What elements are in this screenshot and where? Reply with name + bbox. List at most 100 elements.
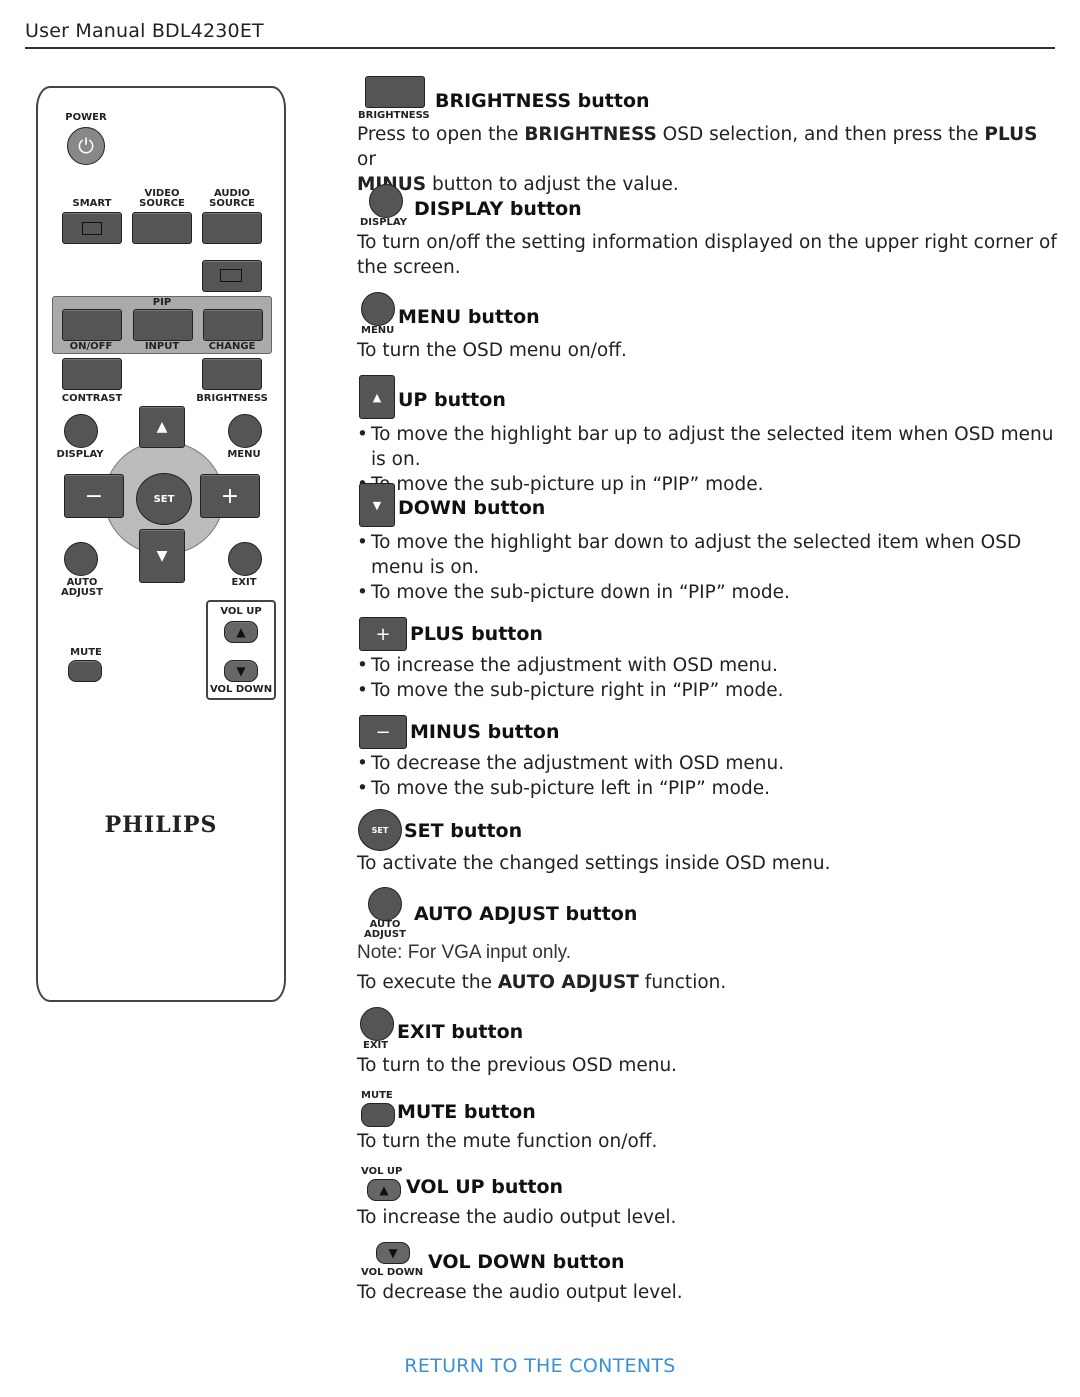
plus-description: To increase the adjustment with OSD menu… [357, 653, 1057, 703]
input-label: INPUT [144, 341, 180, 352]
vol-up-label: VOL UP [220, 606, 262, 617]
down-title: DOWN button [398, 497, 546, 519]
brightness-description: Press to open the BRIGHTNESS OSD selecti… [357, 124, 1038, 195]
mute-icon [361, 1103, 395, 1127]
vol-down-icon: ▼ [376, 1242, 410, 1264]
display-icon-label: DISPLAY [360, 217, 407, 228]
plus-icon: + [220, 483, 240, 509]
mute-icon-label: MUTE [361, 1090, 393, 1101]
exit-icon-label: EXIT [363, 1040, 389, 1051]
minus-icon: − [359, 715, 407, 749]
smart-button [62, 212, 122, 244]
set-button-remote: SET [136, 473, 192, 525]
up-arrow-icon: ▲ [359, 375, 395, 419]
menu-description: To turn the OSD menu on/off. [357, 340, 627, 361]
vol-up-icon-label: VOL UP [361, 1166, 403, 1177]
menu-title: MENU button [398, 306, 540, 328]
video-source-button [132, 212, 192, 244]
power-button: ⏻ [67, 127, 105, 165]
plus-button-remote: + [200, 474, 260, 518]
smart-icon [82, 222, 102, 235]
brightness-title: BRIGHTNESS button [435, 90, 650, 112]
plus-title: PLUS button [410, 623, 543, 645]
up-button-remote: ▲ [139, 406, 185, 448]
header-rule [25, 47, 1055, 49]
mute-button-remote [68, 660, 102, 682]
mute-label: MUTE [70, 647, 102, 658]
pip-label: PIP [152, 297, 172, 308]
volume-panel: VOL UP ▲ ▼ VOL DOWN [206, 600, 276, 700]
auto-adjust-icon [368, 887, 402, 921]
aspect-button [202, 260, 262, 292]
display-icon [369, 184, 403, 218]
contrast-button [62, 358, 122, 390]
page-header: User Manual BDL4230ET [25, 20, 264, 42]
audio-source-button [202, 212, 262, 244]
aspect-icon [220, 269, 242, 282]
set-icon: SET [358, 809, 402, 851]
display-button-remote [64, 414, 98, 448]
auto-adjust-description: To execute the AUTO ADJUST function. [357, 972, 727, 993]
vol-down-icon-label: VOL DOWN [361, 1267, 424, 1278]
pip-input-button [133, 309, 193, 341]
menu-icon-label: MENU [361, 325, 395, 336]
exit-label: EXIT [231, 577, 257, 588]
smart-label: SMART [72, 198, 112, 209]
up-title: UP button [398, 389, 506, 411]
vol-down-label: VOL DOWN [209, 684, 273, 695]
auto-adjust-title: AUTO ADJUST button [414, 903, 638, 925]
brand-logo: PHILIPS [104, 812, 218, 838]
menu-button-remote [228, 414, 262, 448]
mute-description: To turn the mute function on/off. [357, 1131, 658, 1152]
down-arrow-icon: ▼ [156, 548, 168, 564]
triangle-down-icon: ▼ [236, 664, 246, 678]
vol-up-title: VOL UP button [406, 1176, 564, 1198]
exit-button-remote [228, 542, 262, 576]
vol-down-title: VOL DOWN button [428, 1251, 625, 1273]
vga-note: Note: For VGA input only. [357, 942, 572, 963]
vol-down-button-remote: ▼ [224, 660, 258, 682]
display-title: DISPLAY button [414, 198, 582, 220]
menu-icon [361, 292, 395, 326]
display-label: DISPLAY [56, 449, 104, 460]
triangle-up-icon: ▲ [236, 625, 246, 639]
minus-title: MINUS button [410, 721, 560, 743]
pip-change-button [203, 309, 263, 341]
minus-button-remote: − [64, 474, 124, 518]
set-description: To activate the changed settings inside … [357, 853, 831, 874]
set-title: SET button [404, 820, 523, 842]
up-arrow-icon: ▲ [156, 419, 168, 435]
pip-on-off-button [62, 309, 122, 341]
vol-up-description: To increase the audio output level. [357, 1207, 677, 1228]
brightness-label: BRIGHTNESS [196, 393, 268, 404]
exit-description: To turn to the previous OSD menu. [357, 1055, 678, 1076]
contrast-label: CONTRAST [61, 393, 123, 404]
return-to-contents-link[interactable]: RETURN TO THE CONTENTS [404, 1355, 676, 1377]
pip-panel: PIP ON/OFF INPUT CHANGE [52, 296, 272, 354]
vol-up-icon: ▲ [367, 1179, 401, 1201]
minus-description: To decrease the adjustment with OSD menu… [357, 751, 1057, 801]
exit-title: EXIT button [397, 1021, 524, 1043]
plus-icon: + [359, 617, 407, 651]
exit-icon [360, 1007, 394, 1041]
down-description: To move the highlight bar down to adjust… [357, 530, 1057, 605]
auto-adjust-button-remote [64, 542, 98, 576]
power-icon: ⏻ [78, 134, 94, 158]
change-label: CHANGE [208, 341, 256, 352]
power-label: POWER [65, 112, 107, 123]
vol-down-description: To decrease the audio output level. [357, 1282, 683, 1303]
on-off-label: ON/OFF [69, 341, 113, 352]
brightness-icon [365, 76, 425, 108]
down-button-remote: ▼ [139, 529, 185, 583]
display-description: To turn on/off the setting information d… [357, 232, 1057, 278]
brightness-button-remote [202, 358, 262, 390]
minus-icon: − [84, 483, 104, 509]
vol-up-button-remote: ▲ [224, 621, 258, 643]
down-arrow-icon: ▼ [359, 483, 395, 527]
brightness-icon-label: BRIGHTNESS [358, 110, 430, 121]
